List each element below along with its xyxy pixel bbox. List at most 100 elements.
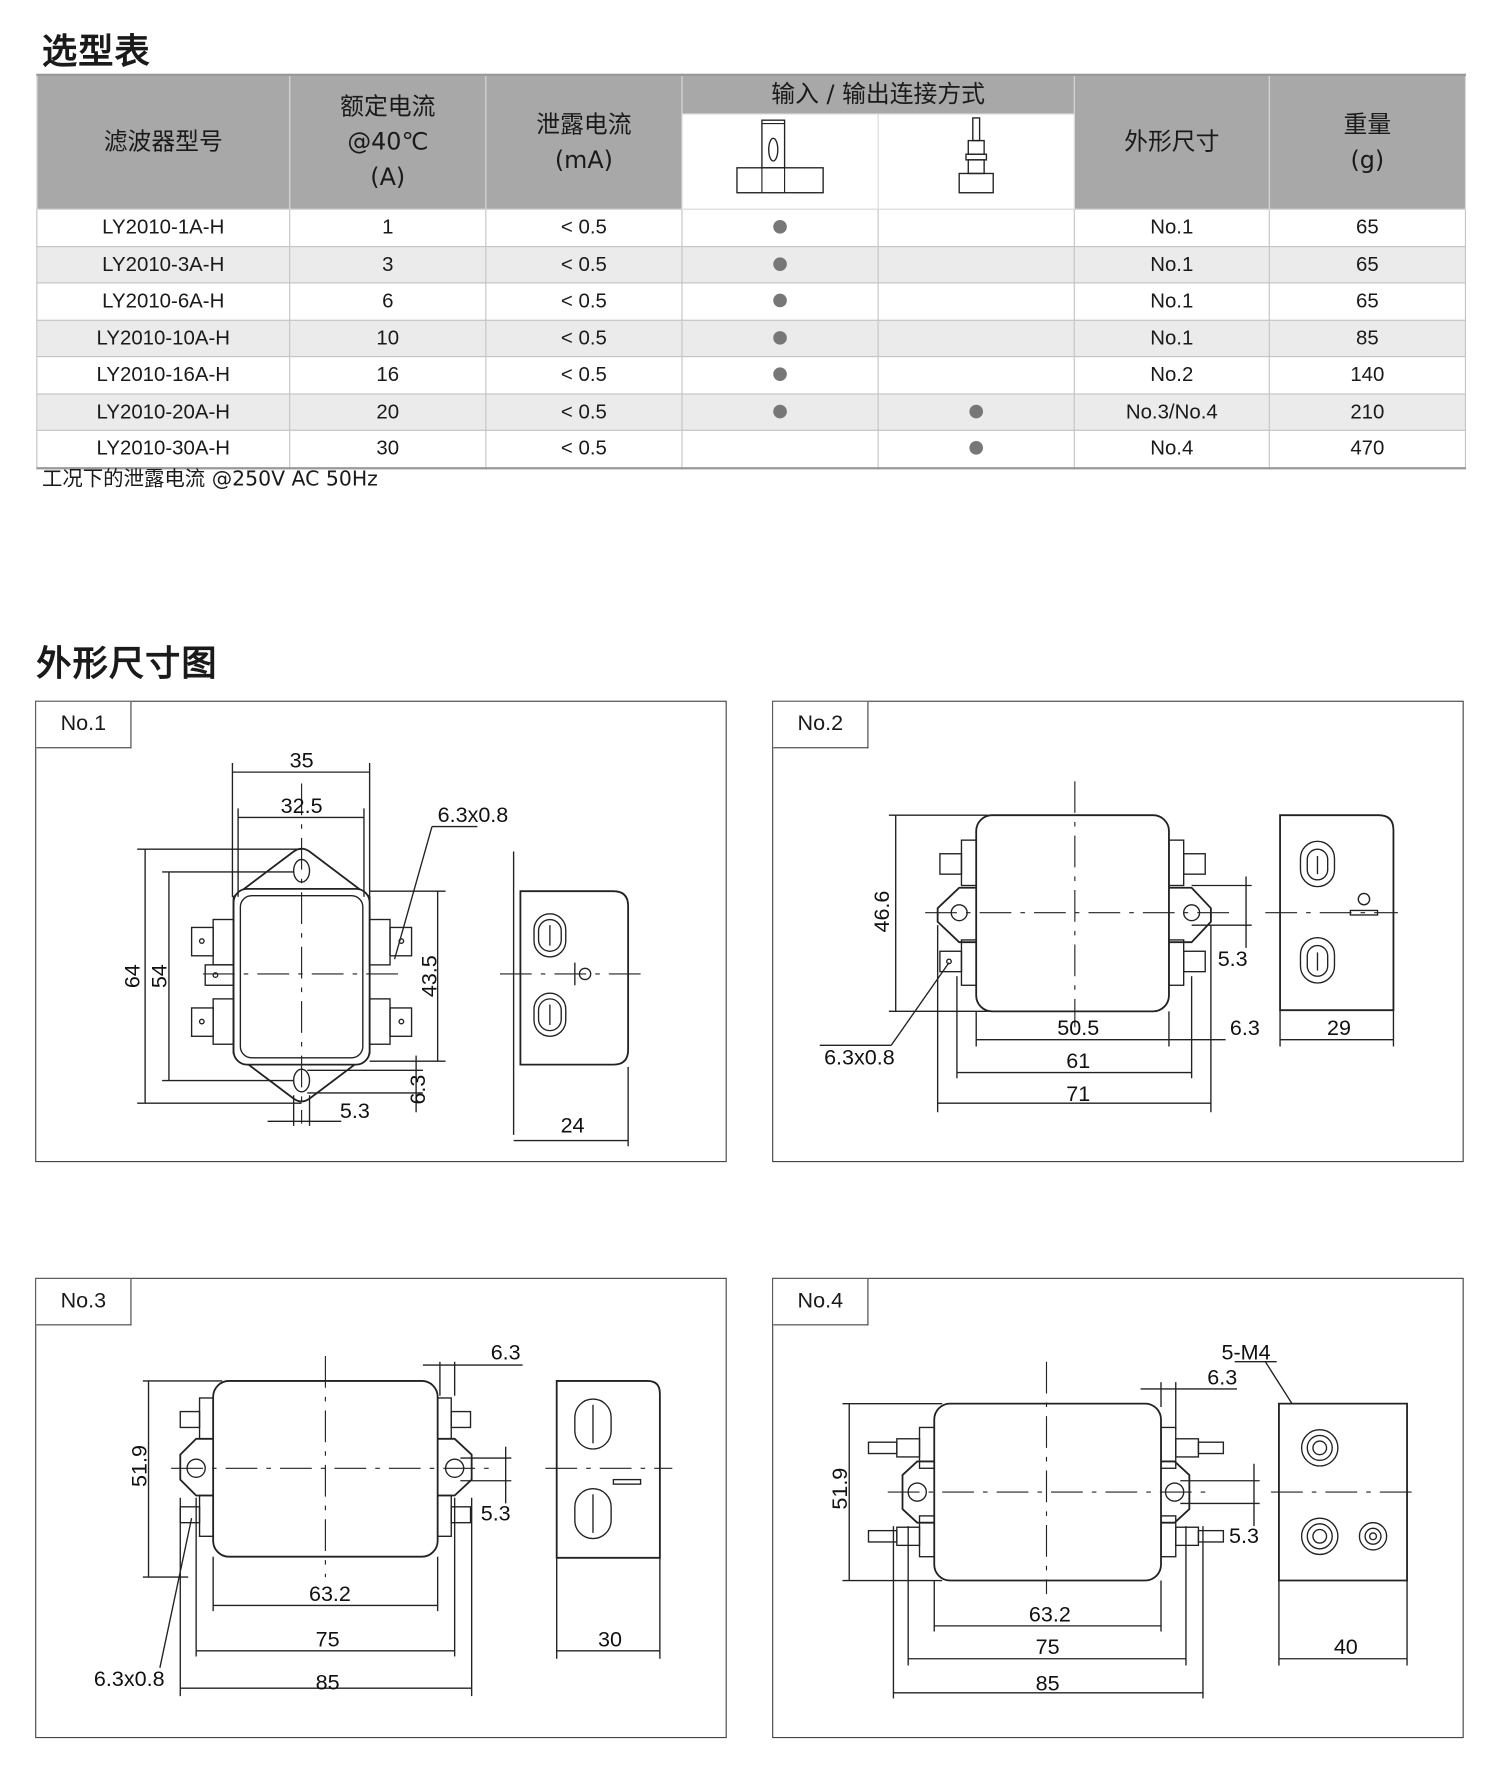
tab-connection-cell bbox=[681, 282, 879, 321]
outline-cell: No.2 bbox=[1073, 356, 1270, 394]
leakage-cell: < 0.5 bbox=[485, 319, 683, 358]
svg-text:85: 85 bbox=[1036, 1671, 1060, 1695]
svg-text:5.3: 5.3 bbox=[1229, 1524, 1259, 1548]
svg-text:6.3: 6.3 bbox=[491, 1340, 521, 1364]
availability-dot-icon bbox=[969, 441, 984, 455]
svg-text:5.3: 5.3 bbox=[481, 1501, 511, 1525]
leakage-note: 工况下的泄露电流 @250V AC 50Hz bbox=[41, 467, 378, 491]
svg-text:63.2: 63.2 bbox=[309, 1582, 351, 1606]
no3-drawing: 6.3 51.9 5.3 63.2 75 85 6.3x0.8 30 bbox=[94, 1340, 673, 1697]
weight-cell: 470 bbox=[1268, 429, 1467, 469]
svg-text:6.3: 6.3 bbox=[1230, 1016, 1260, 1040]
outline-title: 外形尺寸图 bbox=[36, 643, 218, 685]
outline-drawing-no4: 5-M4 6.3 51.9 5.3 63.2 75 85 40 No.4 bbox=[772, 1277, 1464, 1739]
tab-connection-cell bbox=[681, 356, 879, 394]
stud-connection-cell bbox=[877, 429, 1075, 469]
outline-cell: No.3/No.4 bbox=[1073, 392, 1270, 431]
svg-text:32.5: 32.5 bbox=[281, 794, 323, 818]
weight-cell: 210 bbox=[1268, 392, 1467, 431]
availability-dot-icon bbox=[773, 293, 787, 308]
svg-text:63.2: 63.2 bbox=[1029, 1602, 1071, 1626]
leakage-cell: < 0.5 bbox=[485, 208, 683, 247]
tab-connection-cell bbox=[681, 245, 879, 284]
svg-text:5.3: 5.3 bbox=[1218, 947, 1248, 971]
svg-text:50.5: 50.5 bbox=[1057, 1016, 1099, 1040]
panel-label-no4: No.4 bbox=[773, 1278, 869, 1326]
svg-text:24: 24 bbox=[561, 1114, 585, 1138]
availability-dot-icon bbox=[773, 257, 787, 271]
svg-text:5-M4: 5-M4 bbox=[1222, 1340, 1271, 1364]
stud-connection-cell bbox=[877, 356, 1075, 394]
svg-text:75: 75 bbox=[1036, 1635, 1060, 1659]
stud-connection-cell bbox=[877, 392, 1075, 431]
selection-table: 滤波器型号 额定电流@40℃(A) 泄露电流(mA) 输入 / 输出连接方式 外… bbox=[36, 73, 1467, 469]
svg-text:6.3: 6.3 bbox=[406, 1075, 430, 1105]
leakage-cell: < 0.5 bbox=[485, 282, 683, 321]
tab-connection-cell bbox=[681, 429, 879, 469]
svg-text:6.3x0.8: 6.3x0.8 bbox=[94, 1667, 165, 1691]
weight-cell: 65 bbox=[1268, 208, 1467, 247]
svg-text:6.3x0.8: 6.3x0.8 bbox=[438, 803, 509, 827]
svg-text:30: 30 bbox=[598, 1627, 622, 1651]
weight-cell: 65 bbox=[1268, 245, 1467, 284]
stud-connection-cell bbox=[877, 245, 1075, 284]
svg-text:46.6: 46.6 bbox=[870, 891, 894, 933]
weight-cell: 140 bbox=[1268, 356, 1467, 394]
svg-text:6.3x0.8: 6.3x0.8 bbox=[824, 1046, 895, 1070]
current-cell: 10 bbox=[289, 319, 487, 358]
svg-text:54: 54 bbox=[148, 964, 172, 988]
outline-cell: No.1 bbox=[1073, 319, 1270, 358]
leakage-cell: < 0.5 bbox=[485, 429, 683, 469]
outline-cell: No.1 bbox=[1073, 245, 1270, 284]
svg-text:61: 61 bbox=[1066, 1049, 1090, 1073]
availability-dot-icon bbox=[773, 367, 787, 382]
leakage-cell: < 0.5 bbox=[485, 245, 683, 284]
model-cell: LY2010-20A-H bbox=[36, 392, 291, 431]
leakage-cell: < 0.5 bbox=[485, 356, 683, 394]
no4-drawing: 5-M4 6.3 51.9 5.3 63.2 75 85 40 bbox=[828, 1340, 1413, 1699]
screw-stud-terminal-icon bbox=[877, 113, 1075, 210]
header-outline: 外形尺寸 bbox=[1073, 74, 1270, 210]
outline-cell: No.1 bbox=[1073, 208, 1270, 247]
header-rated-current: 额定电流@40℃(A) bbox=[289, 74, 487, 210]
svg-text:51.9: 51.9 bbox=[828, 1468, 852, 1510]
outline-cell: No.1 bbox=[1073, 282, 1270, 321]
current-cell: 1 bbox=[289, 208, 487, 247]
model-cell: LY2010-3A-H bbox=[36, 245, 291, 284]
availability-dot-icon bbox=[773, 404, 787, 419]
svg-text:29: 29 bbox=[1327, 1016, 1351, 1040]
weight-cell: 65 bbox=[1268, 282, 1467, 321]
svg-text:6.3: 6.3 bbox=[1207, 1365, 1237, 1389]
panel-label-no1: No.1 bbox=[36, 701, 132, 749]
outline-drawing-no3: 6.3 51.9 5.3 63.2 75 85 6.3x0.8 30 No.3 bbox=[35, 1277, 727, 1739]
header-connection: 输入 / 输出连接方式 bbox=[681, 74, 1075, 115]
svg-text:71: 71 bbox=[1066, 1082, 1090, 1106]
header-weight: 重量(g) bbox=[1268, 74, 1467, 210]
header-leakage: 泄露电流(mA) bbox=[485, 74, 683, 210]
current-cell: 3 bbox=[289, 245, 487, 284]
stud-connection-cell bbox=[877, 319, 1075, 358]
header-model: 滤波器型号 bbox=[36, 74, 291, 210]
svg-text:40: 40 bbox=[1334, 1635, 1358, 1659]
current-cell: 20 bbox=[289, 392, 487, 431]
model-cell: LY2010-30A-H bbox=[36, 429, 291, 469]
stud-connection-cell bbox=[877, 208, 1075, 247]
model-cell: LY2010-10A-H bbox=[36, 319, 291, 358]
svg-text:64: 64 bbox=[120, 964, 144, 988]
outline-drawing-no1: 35 32.5 6.3x0.8 64 54 43.5 6.3 5.3 24 No… bbox=[35, 700, 727, 1163]
tab-connection-cell bbox=[681, 319, 879, 358]
current-cell: 16 bbox=[289, 356, 487, 394]
svg-text:5.3: 5.3 bbox=[340, 1099, 370, 1123]
tab-connection-cell bbox=[681, 208, 879, 247]
weight-cell: 85 bbox=[1268, 319, 1467, 358]
availability-dot-icon bbox=[773, 220, 787, 234]
model-cell: LY2010-1A-H bbox=[36, 208, 291, 247]
no2-drawing: 46.6 5.3 50.5 6.3 61 71 6.3x0.8 29 bbox=[819, 781, 1398, 1113]
svg-text:75: 75 bbox=[316, 1627, 340, 1651]
stud-connection-cell bbox=[877, 282, 1075, 321]
panel-label-no2: No.2 bbox=[773, 701, 869, 749]
model-cell: LY2010-16A-H bbox=[36, 356, 291, 394]
